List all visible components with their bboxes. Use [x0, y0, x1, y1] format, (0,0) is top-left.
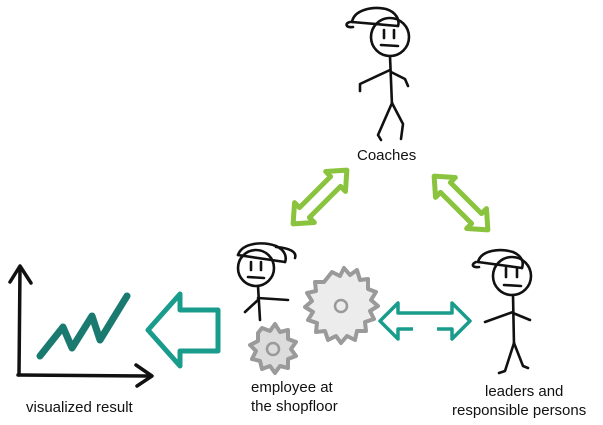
- rising-chart-icon: [8, 264, 154, 388]
- result-label: visualized result: [26, 399, 134, 416]
- arrow-employee-leader-icon: [378, 301, 472, 341]
- arrow-to-result-icon: [145, 291, 221, 369]
- gears-icon: [248, 266, 380, 375]
- leaders-label-line2: responsible persons: [452, 402, 586, 419]
- coach-figure-icon: [345, 6, 411, 142]
- leader-figure-icon: [471, 248, 533, 375]
- employee-label-line1: employee at: [251, 379, 334, 396]
- arrow-coach-leader-icon: [431, 173, 491, 233]
- employee-label-line2: the shopfloor: [251, 398, 338, 415]
- coaches-label: Coaches: [357, 147, 416, 164]
- leaders-label-line1: leaders and: [485, 383, 563, 400]
- arrow-coach-employee-icon: [290, 167, 350, 227]
- employee-figure-icon: [236, 242, 297, 322]
